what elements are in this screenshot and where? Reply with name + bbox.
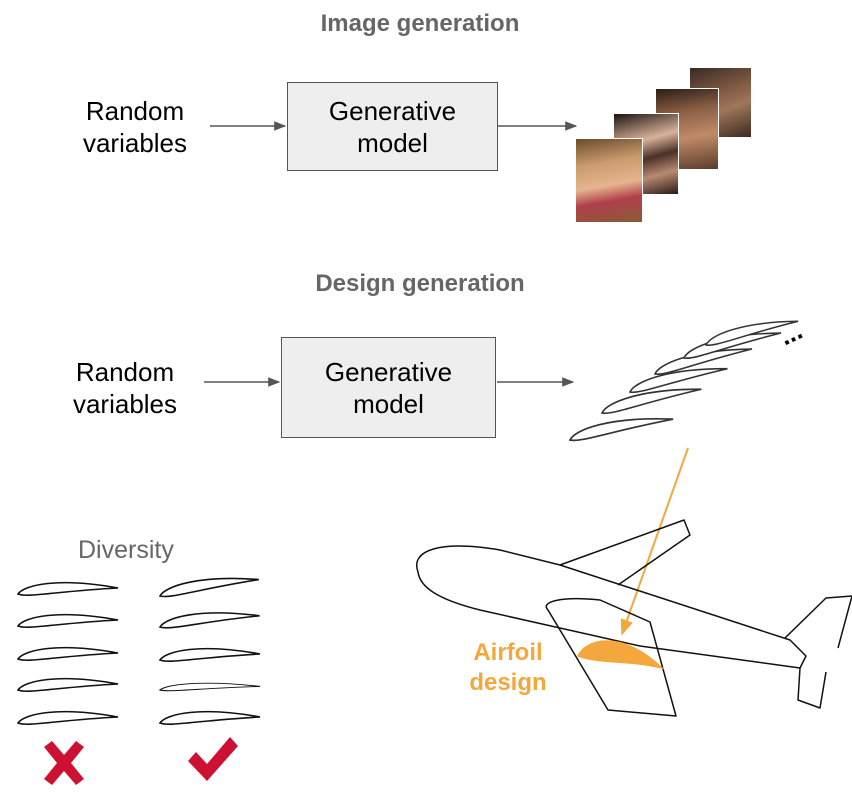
airplane-outline — [416, 519, 852, 717]
design-generative-model-box: Generative model — [281, 337, 496, 438]
design-random-variables-label: Random variables — [40, 356, 210, 420]
box-line: Generative — [324, 356, 453, 387]
box-line: model — [357, 127, 428, 158]
label-line: design — [469, 669, 547, 696]
label-line: Airfoil — [473, 639, 543, 666]
airfoil-design-label: Airfoil design — [448, 638, 568, 698]
diversity-title: Diversity — [78, 536, 174, 564]
image-random-variables-label: Random variables — [50, 95, 220, 159]
label-line: Random — [85, 96, 185, 126]
image-generation-title: Image generation — [320, 10, 520, 37]
box-line: model — [353, 388, 424, 419]
face-image-1 — [575, 138, 643, 223]
image-generative-model-box: Generative model — [287, 82, 498, 171]
label-line: variables — [82, 128, 188, 158]
check-icon — [188, 737, 238, 781]
label-line: Random — [75, 357, 175, 387]
arrow-design-to-wing — [620, 447, 689, 636]
label-line: variables — [72, 389, 178, 419]
design-generation-title: Design generation — [315, 270, 525, 297]
cross-icon — [44, 741, 84, 785]
wing-airfoil-highlight — [576, 640, 665, 670]
box-line: Generative — [328, 95, 457, 126]
diversity-similar-column — [17, 581, 119, 726]
generated-airfoils — [567, 315, 801, 443]
diversity-diverse-column — [158, 573, 261, 726]
